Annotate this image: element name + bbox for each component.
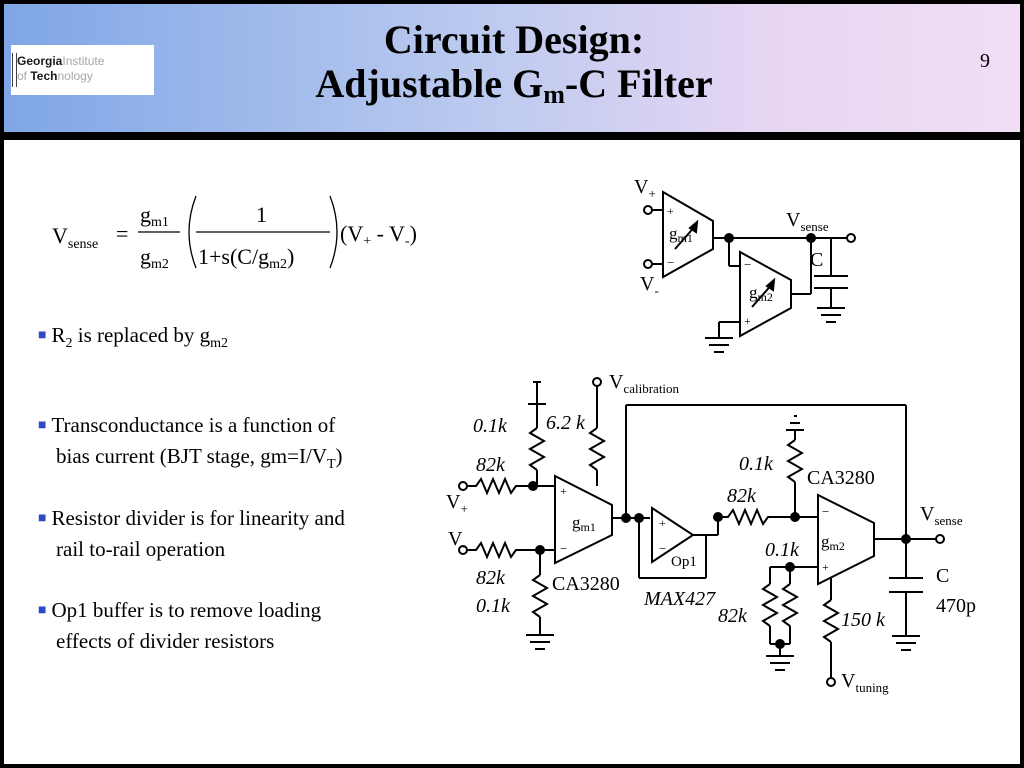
svg-text:−: − <box>822 504 829 519</box>
top-gm-c-circuit <box>643 190 856 353</box>
svg-text:+: + <box>744 314 751 328</box>
bullet-1: ■R2 is replaced by gm2 <box>38 323 228 352</box>
slide-content: ■R2 is replaced by gm2 ■Transconductance… <box>4 140 1020 764</box>
svg-text:82k: 82k <box>476 567 506 589</box>
logo-bars-icon <box>12 53 17 87</box>
svg-text:gm1: gm1 <box>669 224 693 245</box>
gm2-amp-top <box>739 250 792 338</box>
georgia-tech-logo: GeorgiaInstitute of Technology <box>11 45 154 95</box>
slide-title: Circuit Design: Adjustable Gm-C Filter <box>254 18 774 117</box>
svg-text:V+: V+ <box>446 491 468 516</box>
bullet-4: ■Op1 buffer is to remove loading effects… <box>38 598 322 653</box>
svg-text:82k: 82k <box>476 454 506 476</box>
svg-text:−: − <box>560 541 567 556</box>
gm1-amp-top <box>662 190 714 279</box>
svg-text:0.1k: 0.1k <box>473 415 508 437</box>
svg-text:V-: V- <box>448 528 467 553</box>
title-line-2: Adjustable Gm-C Filter <box>315 61 713 110</box>
svg-text:+: + <box>822 560 829 574</box>
gm1-amp-bottom <box>554 474 613 565</box>
svg-text:0.1k: 0.1k <box>476 595 511 617</box>
bullet-3: ■Resistor divider is for linearity and r… <box>38 506 345 561</box>
svg-text:0.1k: 0.1k <box>765 539 800 561</box>
svg-text:gm2: gm2 <box>749 283 773 304</box>
bullet-square-icon: ■ <box>38 328 47 343</box>
svg-text:CA3280: CA3280 <box>552 573 620 595</box>
vminus-terminal-top <box>643 259 653 269</box>
svg-text:V-: V- <box>640 273 659 298</box>
svg-text:Vsense: Vsense <box>920 503 963 528</box>
bottom-calibration-circuit <box>458 377 945 687</box>
svg-text:gm1: gm1 <box>140 202 169 230</box>
svg-text:Vsense: Vsense <box>786 209 829 234</box>
vtuning-terminal <box>826 677 836 687</box>
top-circuit-labels: V+ V- Vsense C gm1 gm2 + − − + <box>634 176 829 328</box>
bullet-2: ■Transconductance is a function of bias … <box>38 413 343 473</box>
svg-text:−: − <box>659 541 666 556</box>
gm2-amp-bottom <box>817 493 875 586</box>
svg-text:82k: 82k <box>727 485 757 507</box>
vcalibration-terminal <box>592 377 602 387</box>
title-line-1: Circuit Design: <box>383 17 645 62</box>
svg-text:C: C <box>810 249 823 271</box>
svg-text:6.2 k: 6.2 k <box>546 412 586 434</box>
vsense-terminal-bottom <box>935 534 945 544</box>
svg-text:0.1k: 0.1k <box>739 453 774 475</box>
page-number: 9 <box>980 50 990 72</box>
svg-text:82k: 82k <box>718 605 748 627</box>
vsense-terminal-top <box>846 233 856 243</box>
vplus-terminal-bottom <box>458 481 468 491</box>
svg-text:(V+ - V-): (V+ - V-) <box>340 221 417 249</box>
svg-text:Vcalibration: Vcalibration <box>609 371 680 396</box>
svg-text:+: + <box>659 516 666 530</box>
svg-text:V+: V+ <box>634 176 656 201</box>
svg-text:150 k: 150 k <box>841 609 886 631</box>
bottom-circuit-labels: Vcalibration 0.1k 6.2 k 82k V+ V- 82k 0.… <box>446 371 976 695</box>
svg-text:Vsense: Vsense <box>52 223 98 252</box>
op1-buffer <box>651 506 695 564</box>
vplus-terminal-top <box>643 205 653 215</box>
svg-text:+: + <box>560 484 567 498</box>
svg-text:470p: 470p <box>936 595 976 617</box>
svg-text:−: − <box>744 257 751 272</box>
svg-text:1+s(C/gm2): 1+s(C/gm2) <box>198 244 294 272</box>
svg-text:−: − <box>667 255 674 270</box>
filter-equation: Vsense = gm1 gm2 1 1+s(C/gm2) (V+ - V-) <box>52 195 417 272</box>
svg-text:CA3280: CA3280 <box>807 467 875 489</box>
svg-text:MAX427: MAX427 <box>643 588 716 610</box>
bullet-square-icon: ■ <box>38 603 47 618</box>
slide-header: GeorgiaInstitute of Technology Circuit D… <box>4 4 1020 132</box>
svg-text:gm1: gm1 <box>572 513 596 534</box>
svg-text:+: + <box>667 204 674 218</box>
bullet-square-icon: ■ <box>38 418 47 433</box>
bullet-square-icon: ■ <box>38 511 47 526</box>
svg-text:1: 1 <box>256 202 267 227</box>
svg-text:Vtuning: Vtuning <box>841 670 889 695</box>
svg-text:C: C <box>936 565 949 587</box>
svg-text:gm2: gm2 <box>140 244 169 272</box>
svg-text:gm2: gm2 <box>821 532 845 553</box>
svg-text:Op1: Op1 <box>671 554 697 570</box>
svg-text:=: = <box>116 221 128 246</box>
